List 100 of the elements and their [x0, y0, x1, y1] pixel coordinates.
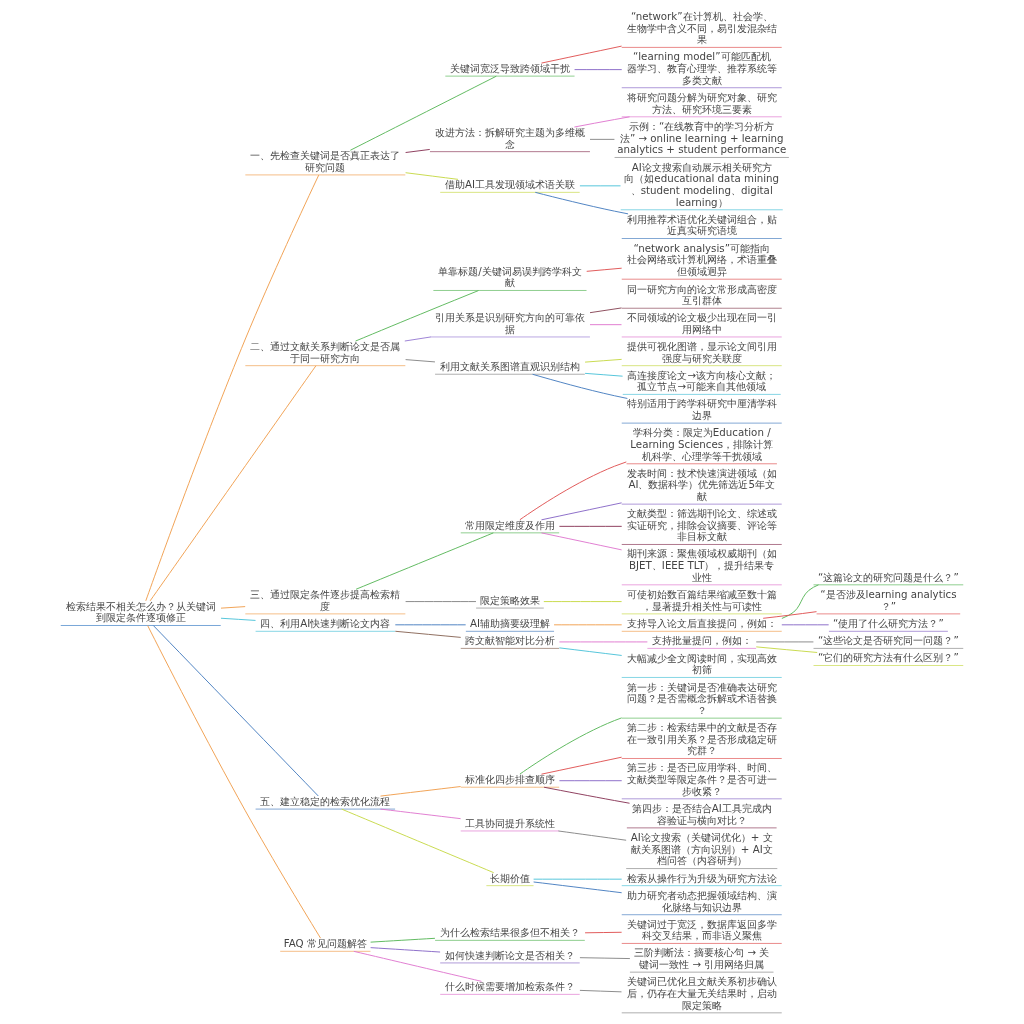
- node-text: 跨文献智能对比分析: [464, 634, 555, 647]
- node-text: 支持批量提问，例如：: [651, 634, 752, 647]
- node-text: 关键词过于宽泛，数据库返回多学科交叉结果，而非语义聚焦: [626, 917, 777, 942]
- node-text: 示例：“在线教育中的学习分析方法” → online learning + learning analytics + student performance: [617, 120, 787, 156]
- node-text: 一、先检查关键词是否真正表达了研究问题: [250, 149, 401, 173]
- node-text: 支持导入论文后直接提问，例如：: [626, 617, 777, 630]
- node-text: “network analysis”可能指向社会网络或计算机网络，术语重叠但领域迥异: [626, 241, 777, 278]
- connector: [353, 950, 482, 982]
- node-text: 三阶判断法：摘要核心句 → 关键词一致性 → 引用网络归属: [634, 946, 770, 971]
- connector: [586, 267, 623, 272]
- connector: [543, 601, 623, 603]
- node-text: 学科分类：限定为Education / Learning Sciences，排除计算机科学、心理学等干扰领域: [630, 426, 774, 462]
- connector: [540, 502, 623, 521]
- connector: [519, 461, 627, 521]
- node-text: 第三步：是否已应用学科、时间、文献类型等限定条件？是否可进一步收紧？: [626, 761, 777, 797]
- node-text: 发表时间：技术快速演进领域（如AI、数据科学）优先筛选近5年文献: [626, 466, 777, 503]
- node-text: 三、通过限定条件逐步提高检索精度: [250, 588, 401, 612]
- node-text: 第二步：检索结果中的文献是否存在一致引用关系？是否形成稳定研究群？: [626, 721, 777, 757]
- connector: [519, 717, 623, 775]
- node-text: 检索从操作行为升级为研究方法论: [626, 871, 777, 884]
- node-text: “使用了什么研究方法？”: [833, 617, 944, 630]
- node-text: AI辅助摘要级理解: [469, 617, 550, 630]
- connector: [152, 625, 319, 797]
- node-text: 不同领域的论文极少出现在同一引用网络中: [626, 311, 777, 335]
- connector: [579, 989, 622, 993]
- node-text: 助力研究者动态把握领域结构、演化脉络与知识边界: [626, 888, 777, 913]
- connector: [762, 611, 817, 619]
- node-text: 检索结果不相关怎么办？从关键词到限定条件逐项修正: [65, 599, 216, 624]
- connector: [145, 174, 320, 602]
- connector: [579, 185, 621, 187]
- node-text: 借助AI工具发现领域术语关联: [444, 178, 575, 191]
- connector: [553, 624, 623, 626]
- connector: [755, 646, 818, 653]
- node-text: 关键词已优化且文献关系初步确认后，仍存在大量无关结果时，启动限定策略: [626, 975, 777, 1011]
- node-text: “这篇论文的研究问题是什么？”: [818, 570, 959, 583]
- node-text: 长期价值: [489, 871, 530, 884]
- connector: [589, 307, 622, 314]
- node-text: 什么时候需要增加检索条件？: [444, 980, 575, 993]
- node-text: 限定策略效果: [479, 593, 540, 606]
- connector: [394, 624, 467, 626]
- connector: [558, 525, 623, 527]
- connector: [781, 624, 830, 626]
- node-text: 如何快速判断论文是否相关？: [444, 948, 575, 961]
- node-text: AI论文搜索自动展示相关研究方向（如educational data mining、student modeling、digital learning）: [624, 160, 780, 208]
- connector: [405, 359, 436, 363]
- connector: [584, 372, 624, 377]
- connector: [543, 786, 630, 804]
- node-text: 单靠标题/关键词易误判跨学科文献: [438, 264, 582, 289]
- node-text: 工具协同提升系统性: [464, 816, 555, 829]
- node-text: 同一研究方向的论文常形成高密度互引群体: [626, 282, 777, 307]
- node-text: “这些论文是否研究同一问题？”: [818, 634, 959, 647]
- connector: [394, 630, 462, 638]
- node-text: FAQ 常见问题解答: [283, 937, 367, 950]
- connector: [370, 937, 436, 943]
- node-text: AI论文搜索（关键词优化）+ 文献关系图谱（方向识别）+ AI文档问答（内容研判）: [630, 831, 773, 867]
- connector: [573, 116, 630, 128]
- node-text: 五、建立稳定的检索优化流程: [260, 794, 391, 807]
- connector: [584, 358, 623, 363]
- node-text: “learning model”可能匹配机器学习、教育心理学、推荐系统等多类文献: [626, 50, 777, 86]
- node-text: 四、利用AI快速判断论文内容: [260, 617, 391, 630]
- connector: [574, 69, 623, 71]
- connector: [781, 584, 819, 619]
- node-text: 期刊来源：聚焦领域权威期刊（如BJET、IEEE TLT），提升结果专业性: [626, 547, 777, 583]
- node-text: 标准化四步排查顺序: [464, 773, 555, 786]
- connector: [540, 45, 623, 64]
- node-text: 第一步：关键词是否准确表达研究问题？是否需概念拆解或术语替换？: [626, 680, 777, 717]
- connector: [341, 808, 495, 874]
- node-text: 大幅减少全文阅读时间，实现高效初筛: [626, 651, 777, 676]
- connector: [220, 606, 246, 609]
- connector: [579, 957, 631, 960]
- node-text: 特别适用于跨学科研究中厘清学科边界: [626, 397, 777, 422]
- node-text: 关键词宽泛导致跨领域干扰: [449, 62, 570, 75]
- node-text: “是否涉及learning analytics？”: [820, 588, 957, 612]
- connector: [404, 336, 432, 342]
- connector: [755, 641, 814, 643]
- node-text: 可使初始数百篇结果缩减至数十篇，显著提升相关性与可读性: [626, 588, 777, 612]
- connector: [405, 601, 477, 603]
- connector: [533, 881, 623, 894]
- connector: [540, 756, 623, 775]
- node-text: 提供可视化图谱，显示论文间引用强度与研究关联度: [626, 339, 777, 364]
- node-text: 高连接度论文→该方向核心文献；孤立节点→可能来自其他领域: [627, 368, 777, 393]
- connector: [533, 878, 623, 880]
- connector: [540, 532, 623, 551]
- connector: [405, 148, 431, 153]
- connector: [220, 617, 256, 621]
- connector: [534, 191, 629, 215]
- node-text: 为什么检索结果很多但不相关？: [439, 926, 580, 939]
- connector: [558, 647, 623, 656]
- connector: [558, 780, 623, 782]
- connector: [380, 786, 462, 797]
- node-text: 第四步：是否结合AI工具完成内容验证与横向对比？: [631, 802, 772, 826]
- connector: [584, 931, 623, 934]
- connector: [557, 830, 627, 841]
- connector: [589, 138, 615, 140]
- node-text: 文献类型：筛选期刊论文、综述或实证研究，排除会议摘要、评论等非目标文献: [626, 507, 777, 543]
- node-text: 利用推荐术语优化关键词组合，贴近真实研究语境: [626, 212, 777, 237]
- connector: [355, 532, 494, 590]
- connector: [589, 324, 622, 326]
- connector: [380, 808, 462, 820]
- node-text: “它们的研究方法有什么区别？”: [818, 651, 959, 664]
